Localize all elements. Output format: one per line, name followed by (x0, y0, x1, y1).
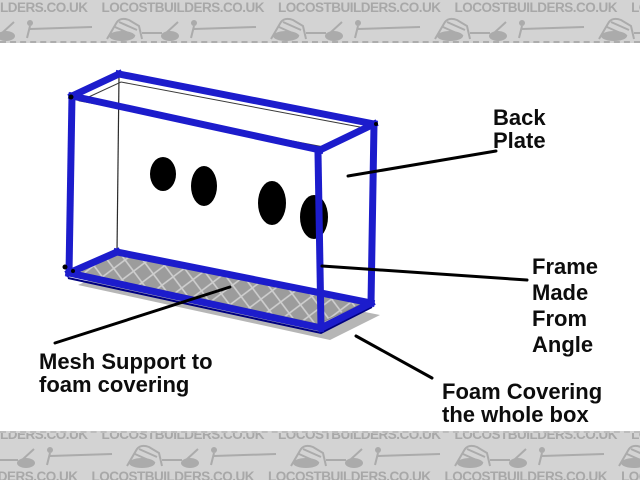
watermark-text: LOCOSTBUILDERS.CO.UK (454, 0, 618, 15)
label-mesh-support: Mesh Support to foam covering (39, 350, 213, 396)
watermark-text-row: LOCOSTBUILDERS.CO.UK LOCOSTBUILDERS.CO.U… (0, 470, 640, 480)
leader-foam-covering (354, 334, 434, 380)
watermark-text: LOCOSTBUILDERS.CO.UK (0, 469, 78, 480)
watermark-text-row: LOCOSTBUILDERS.CO.UK LOCOSTBUILDERS.CO.U… (0, 1, 640, 15)
car-sketch-icon (104, 15, 268, 42)
watermark-text: LOCOSTBUILDERS.CO.UK (101, 0, 265, 15)
frame-rail-bottom-front (64, 268, 326, 333)
watermark-text: LOCOSTBUILDERS.CO.UK (101, 431, 265, 442)
car-sketch-icon (0, 15, 104, 42)
watermark-text: LOCOSTBUILDERS.CO.UK (631, 0, 640, 15)
label-line: Back (493, 105, 546, 130)
corner-dot (71, 269, 75, 273)
car-sketch-icon (124, 442, 288, 469)
car-sketch-icon (268, 15, 432, 42)
bottom-rail-dark-edge (67, 277, 373, 335)
car-sketch-icon (596, 15, 640, 42)
frame-rail-top-front (67, 91, 325, 155)
corner-dot (62, 264, 68, 270)
watermark-text: LOCOSTBUILDERS.CO.UK (0, 0, 88, 15)
label-line: Mesh Support to (39, 349, 213, 374)
frame-rail-top-left (67, 69, 124, 101)
leader-lines (53, 149, 529, 380)
frame-rail-top-right (315, 119, 379, 155)
watermark-banner-top: LOCOSTBUILDERS.CO.UK LOCOSTBUILDERS.CO.U… (0, 0, 640, 43)
watermark-text: LOCOSTBUILDERS.CO.UK (91, 469, 255, 480)
frame-rail-vertical-back-right (367, 120, 378, 307)
watermark-text: LOCOSTBUILDERS.CO.UK (278, 431, 441, 442)
frame-rail-bottom-back (112, 247, 376, 308)
leader-frame-angle (320, 264, 529, 282)
leader-back-plate (346, 149, 498, 178)
back-plate-hole (150, 157, 176, 191)
label-line: Frame (532, 254, 599, 279)
back-plate-hole (300, 195, 328, 239)
corner-dot (68, 94, 74, 100)
car-sketch-icon (288, 442, 452, 469)
label-foam-covering: Foam Covering the whole box (442, 380, 602, 426)
car-sketch-icon (452, 442, 616, 469)
watermark-text: LOCOSTBUILDERS.CO.UK (454, 431, 618, 442)
frame-rail-vertical-front-left (65, 92, 76, 277)
frame-rail-bottom-left (64, 247, 122, 278)
watermark-text: LOCOSTBUILDERS.CO.UK (621, 469, 640, 480)
car-sketch-icon (616, 442, 640, 469)
label-line: From (532, 306, 587, 331)
frame-rail-bottom-right (316, 298, 376, 333)
label-back-plate: Back Plate (493, 106, 546, 152)
label-line: the whole box (442, 402, 589, 427)
back-plate-hole (258, 181, 286, 225)
watermark-car-row (0, 442, 640, 469)
watermark-text: LOCOSTBUILDERS.CO.UK (268, 469, 431, 480)
box-frame (64, 69, 379, 333)
label-line: Angle (532, 332, 594, 357)
label-frame-made-from-angle: Frame Made From Angle (532, 254, 598, 358)
car-sketch-icon (432, 15, 596, 42)
label-line: Made (532, 280, 589, 305)
watermark-text: LOCOSTBUILDERS.CO.UK (278, 0, 441, 15)
corner-dot (374, 122, 378, 126)
label-line: Foam Covering (442, 379, 603, 404)
watermark-car-row (0, 15, 640, 42)
back-plate-hole (191, 166, 217, 206)
frame-rail-top-back (114, 69, 379, 129)
car-sketch-icon (0, 442, 124, 469)
watermark-banner-bottom: LOCOSTBUILDERS.CO.UK LOCOSTBUILDERS.CO.U… (0, 431, 640, 480)
leader-mesh-support (53, 285, 232, 345)
watermark-text: LOCOSTBUILDERS.CO.UK (631, 431, 640, 442)
label-line: Plate (493, 128, 546, 153)
label-line: foam covering (39, 372, 190, 397)
watermark-text: LOCOSTBUILDERS.CO.UK (0, 431, 88, 442)
watermark-text: LOCOSTBUILDERS.CO.UK (444, 469, 608, 480)
frame-rail-vertical-front-right (314, 149, 325, 330)
watermark-text-row: LOCOSTBUILDERS.CO.UK LOCOSTBUILDERS.CO.U… (0, 431, 640, 442)
